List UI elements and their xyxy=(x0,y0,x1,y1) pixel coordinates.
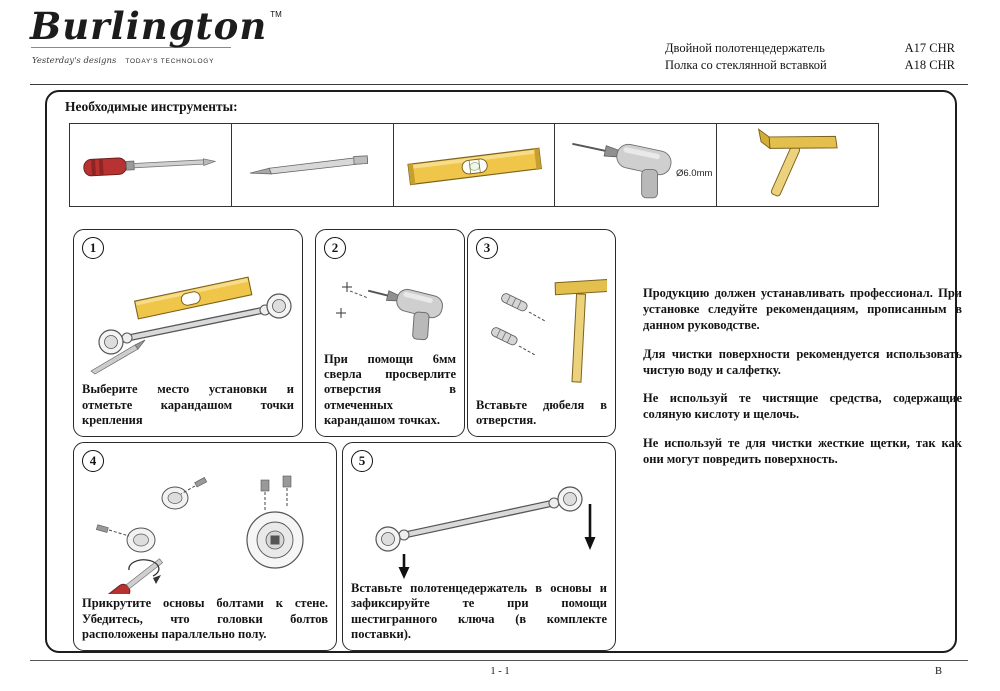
pencil-icon xyxy=(249,155,368,175)
note-paragraph: Продукцию должен устанавливать профессио… xyxy=(643,286,962,332)
brand-tagline: Yesterday's designs TODAY'S TECHNOLOGY xyxy=(32,50,245,68)
product-code: A17 CHR xyxy=(904,41,955,55)
step-text: Прикрутите основы болтами к стене. Убеди… xyxy=(82,596,328,641)
drill-icon xyxy=(572,142,672,199)
product-list: Двойной полотенцедержатель A17 CHR Полка… xyxy=(665,40,955,74)
level-icon xyxy=(407,147,542,186)
step2-illustration xyxy=(336,282,443,341)
hammer-icon xyxy=(758,128,838,197)
step4-illustration xyxy=(95,475,304,595)
step-number-badge: 1 xyxy=(82,237,104,259)
note-paragraph: Не используй те для чистки жесткие щетки… xyxy=(643,436,962,466)
tool-cell-pencil xyxy=(230,123,394,207)
step3-illustration xyxy=(490,279,607,383)
step-number-badge: 5 xyxy=(351,450,373,472)
step-box-3: 3 xyxy=(467,229,616,437)
logo-divider xyxy=(31,47,231,48)
step-box-2: 2 При помощи 6мм xyxy=(315,229,465,437)
tool-cell-hammer xyxy=(716,123,880,207)
product-code: A18 CHR xyxy=(904,57,955,72)
step-text: Выберите место установки и отметьте кара… xyxy=(82,382,294,427)
step-illustration-wrap xyxy=(351,472,607,581)
step5-illustration xyxy=(375,485,596,579)
tagline-script: Yesterday's designs xyxy=(32,56,117,66)
revision-letter: B xyxy=(934,666,942,677)
product-name: Полка со стеклянной вставкой xyxy=(665,57,827,72)
step-number-badge: 3 xyxy=(476,237,498,259)
screwdriver-icon xyxy=(83,157,217,177)
header-divider xyxy=(30,84,968,85)
step-box-5: 5 Вставьте полотенцедержатель xyxy=(342,442,616,651)
step-text: Вставьте полотенцедержатель в основы и з… xyxy=(351,581,607,641)
step-illustration-wrap xyxy=(82,259,294,382)
instructions-panel: Необходимые инструменты: xyxy=(45,90,962,653)
step-illustration-wrap xyxy=(82,472,328,596)
product-row: Полка со стеклянной вставкой A18 CHR xyxy=(665,57,955,74)
page-number: 1 - 1 xyxy=(490,666,510,677)
product-row: Двойной полотенцедержатель A17 CHR xyxy=(665,40,955,57)
product-name: Двойной полотенцедержатель xyxy=(665,41,825,55)
trademark-mark: TM xyxy=(270,10,282,19)
step-text: Вставьте дюбеля в отверстия. xyxy=(476,397,607,427)
care-notes: Продукцию должен устанавливать профессио… xyxy=(643,286,962,481)
brand-name: Burlington xyxy=(30,4,268,48)
drill-diameter-label: Ø6.0mm xyxy=(676,168,713,179)
step-number-badge: 2 xyxy=(324,237,346,259)
tool-cell-screwdriver xyxy=(69,123,232,207)
step-illustration-wrap xyxy=(324,259,456,352)
note-paragraph: Для чистки поверхности рекомендуется исп… xyxy=(643,346,962,377)
step1-illustration xyxy=(90,276,292,375)
tools-strip: Ø6.0mm xyxy=(69,123,880,207)
step-illustration-wrap xyxy=(476,259,607,398)
tools-heading: Необходимые инструменты: xyxy=(65,99,238,114)
tool-cell-level xyxy=(392,123,556,207)
step-text: При помощи 6мм сверла просверлите отверс… xyxy=(324,351,456,427)
step-box-4: 4 xyxy=(73,442,337,651)
tool-cell-drill: Ø6.0mm xyxy=(554,123,718,207)
step-box-1: 1 xyxy=(73,229,303,437)
note-paragraph: Не используй те чистящие средства, содер… xyxy=(643,391,962,422)
step-number-badge: 4 xyxy=(82,450,104,472)
footer-divider xyxy=(30,660,968,661)
tagline-caps: TODAY'S TECHNOLOGY xyxy=(125,58,215,65)
